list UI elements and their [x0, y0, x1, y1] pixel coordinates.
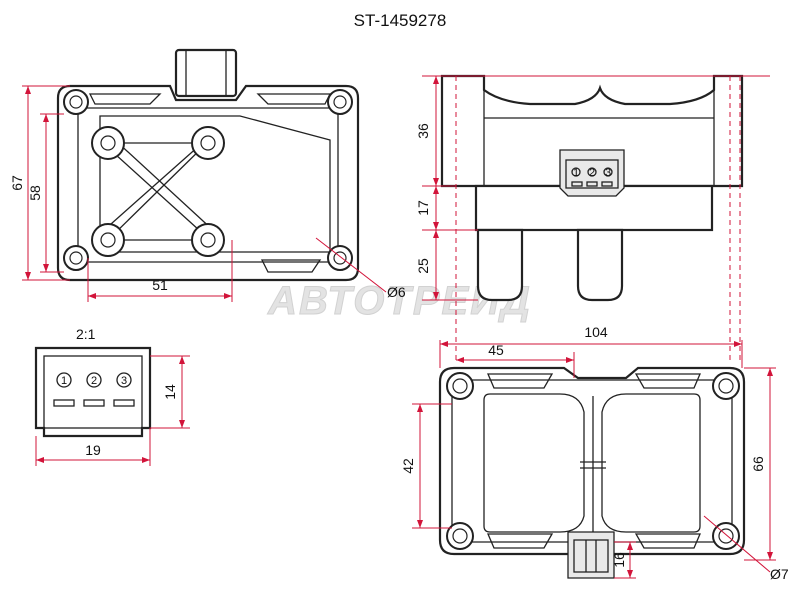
connector-pin-1: 1	[61, 375, 67, 387]
bottom-view-connector	[567, 531, 615, 579]
side-view-tower-right	[576, 228, 624, 302]
top-view-connector	[174, 48, 238, 98]
top-view-body	[56, 84, 360, 282]
dim-42: 42	[400, 458, 416, 474]
side-connector-pin-2: 2	[589, 167, 595, 179]
bottom-view	[438, 366, 746, 579]
dim-36: 36	[415, 123, 431, 139]
dim-14: 14	[162, 384, 178, 400]
dim-17: 17	[415, 200, 431, 216]
connector-pin-2: 2	[91, 375, 97, 387]
dim-16: 16	[611, 552, 627, 568]
bottom-view-body	[438, 366, 746, 556]
dim-25: 25	[415, 258, 431, 274]
dim-67: 67	[9, 175, 25, 191]
dim-66: 66	[750, 456, 766, 472]
side-view-tower-left	[476, 228, 524, 302]
connector-pin-3: 3	[121, 375, 127, 387]
dim-45: 45	[488, 342, 504, 358]
side-view-connector	[559, 149, 625, 197]
scale-label: 2:1	[76, 326, 96, 342]
side-view-upper-body	[440, 74, 744, 188]
side-connector-pin-3: 3	[605, 167, 611, 179]
top-view	[56, 48, 360, 282]
dim-104: 104	[584, 324, 608, 340]
top-view-dimensions: 67 58 51 Ø6	[9, 85, 406, 302]
dim-51: 51	[152, 277, 168, 293]
drawing-title: ST-1459278	[354, 11, 447, 30]
side-view-dimensions: 36 17 25	[415, 75, 770, 301]
bottom-view-dimensions: 104 45 42 66 16 Ø7	[400, 324, 789, 582]
dim-58: 58	[27, 185, 43, 201]
dim-hole-6: Ø6	[387, 284, 406, 300]
connector-dimensions: 14 19	[35, 355, 190, 466]
dim-19: 19	[85, 442, 101, 458]
side-connector-pin-1: 1	[573, 167, 579, 179]
connector-body	[34, 346, 152, 438]
side-view: 1 2 3	[440, 74, 744, 360]
dim-hole-7: Ø7	[770, 566, 789, 582]
connector-detail: 1 2 3	[34, 346, 152, 438]
